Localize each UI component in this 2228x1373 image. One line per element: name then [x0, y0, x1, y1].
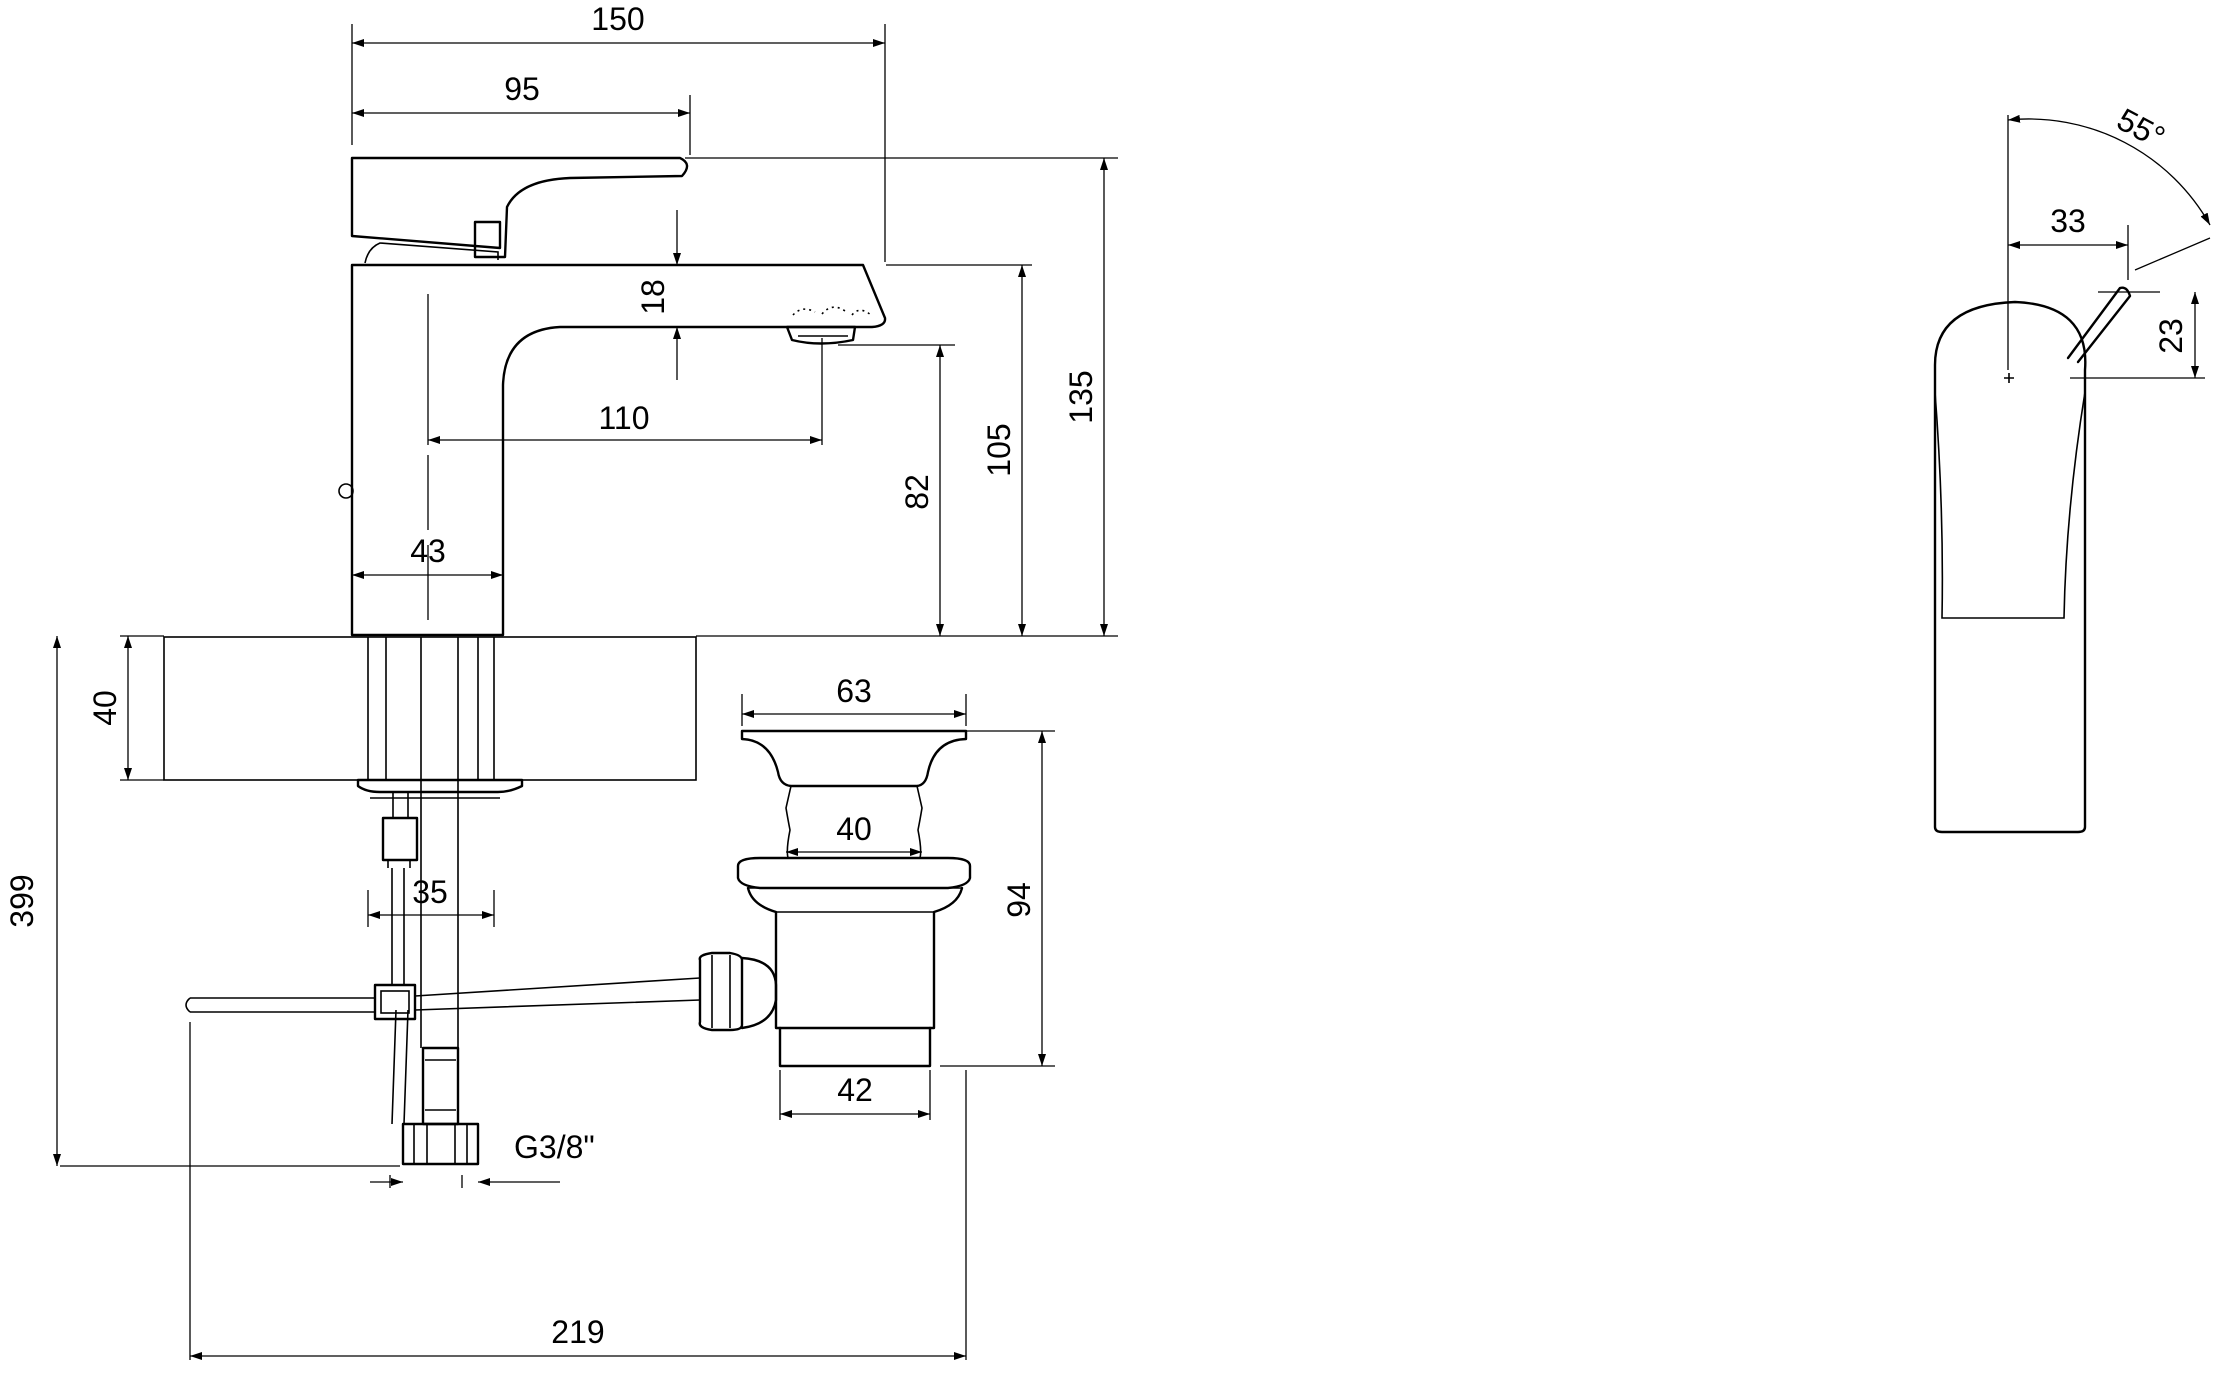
dim-63: 63	[836, 673, 872, 709]
linkage-clamp	[373, 983, 417, 1021]
dim-42: 42	[837, 1072, 873, 1108]
waste-flange	[736, 856, 972, 890]
hose-nut	[401, 1122, 480, 1166]
dim-40-counter: 40	[87, 690, 123, 726]
dim-95: 95	[504, 71, 540, 107]
faucet-top-view	[1933, 286, 2132, 834]
dim-43: 43	[410, 533, 446, 569]
dim-35: 35	[412, 874, 448, 910]
dimension-labels: 150 95 18 110 43 82 105 135 40 399 63 40…	[4, 1, 2189, 1350]
horizontal-rod	[190, 977, 701, 1013]
dim-23: 23	[2153, 318, 2189, 354]
top-view-outline	[1933, 300, 2087, 834]
dim-40-waste: 40	[836, 811, 872, 847]
top-view-handle	[1934, 391, 2086, 619]
waste-plug-cap	[740, 729, 968, 788]
dim-82: 82	[899, 474, 935, 510]
dim-33: 33	[2050, 203, 2086, 239]
dim-55-deg: 55°	[2111, 101, 2171, 156]
dim-135: 135	[1063, 370, 1099, 423]
dim-150: 150	[591, 1, 644, 37]
dim-thread: G3/8"	[514, 1129, 595, 1165]
top-view-lever-slot	[2066, 286, 2132, 364]
pop-up-rod	[392, 792, 409, 818]
dim-94: 94	[1001, 882, 1037, 918]
countertop	[163, 636, 697, 781]
dim-18: 18	[635, 279, 671, 315]
faucet-body	[350, 263, 887, 637]
pop-up-knob	[338, 483, 354, 499]
dim-110: 110	[598, 400, 649, 436]
waste-tail	[778, 1026, 932, 1068]
lever-handle	[350, 156, 689, 259]
waste-body	[746, 886, 964, 1030]
rod-collar	[698, 951, 744, 1032]
dim-219: 219	[551, 1314, 604, 1350]
supply-hose	[420, 637, 459, 1048]
handle-base	[364, 242, 499, 264]
aerator	[785, 325, 857, 345]
dim-105: 105	[981, 423, 1017, 476]
faucet-side-view	[163, 156, 887, 1166]
dim-399: 399	[4, 874, 40, 927]
mounting-washer	[356, 778, 524, 794]
rod-clamp	[381, 816, 419, 862]
mounting-shank	[367, 637, 495, 779]
waste-assembly	[736, 729, 972, 1068]
dimension-lines	[53, 24, 2211, 1360]
waste-outlet	[740, 956, 778, 1030]
